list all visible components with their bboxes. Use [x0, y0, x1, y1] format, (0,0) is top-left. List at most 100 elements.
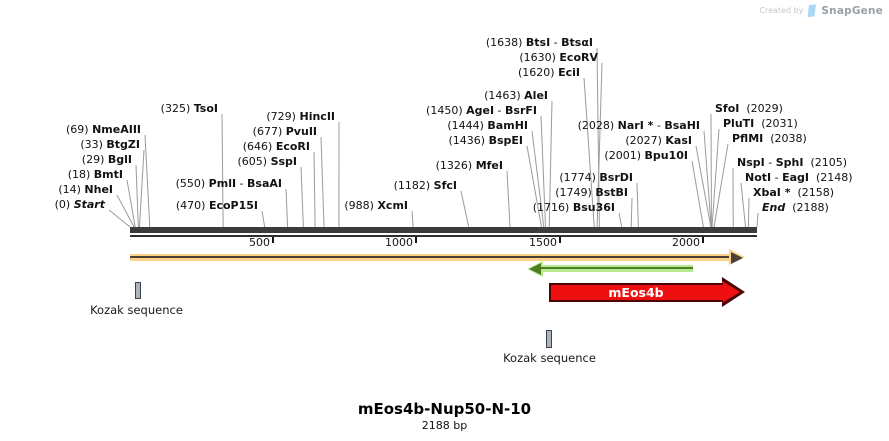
site-position: (1444)	[447, 119, 484, 132]
site-position: (550)	[175, 177, 206, 190]
enzyme-site-label: (988) XcmI	[344, 200, 408, 212]
enzyme-site-label: (677) PvuII	[253, 126, 317, 138]
enzyme-site-label: (14) NheI	[58, 184, 113, 196]
kozak-sequence-label: Kozak sequence	[503, 351, 596, 365]
enzyme-site-label: (550) PmlI - BsaAI	[176, 178, 282, 190]
sequence-ruler-line	[130, 235, 757, 237]
enzyme-site-label: (1620) EciI	[518, 67, 580, 79]
site-name: BstBI	[595, 186, 628, 199]
enzyme-site-label: (1749) BstBI	[555, 187, 628, 199]
site-name-separator: -	[494, 104, 506, 117]
site-connector-line	[526, 145, 542, 228]
site-connector-line	[703, 130, 712, 228]
site-connector-line	[144, 134, 151, 228]
site-name: Start	[73, 198, 105, 211]
site-position: (677)	[252, 125, 283, 138]
site-connector-line	[713, 143, 729, 228]
site-name: EcoP15I	[208, 199, 258, 212]
site-position: (29)	[81, 153, 105, 166]
site-connector-line	[740, 182, 747, 228]
site-name: BtsI	[525, 36, 551, 49]
enzyme-site-label: (1436) BspEI	[449, 135, 524, 147]
kozak-sequence-marker	[546, 330, 552, 348]
site-name: BspEI	[488, 134, 523, 147]
ruler-label: 1500	[529, 236, 557, 249]
site-position: (1774)	[559, 171, 596, 184]
kozak-sequence-label: Kozak sequence	[90, 303, 183, 317]
enzyme-site-label: (1444) BamHI	[447, 120, 528, 132]
site-position: (1638)	[485, 36, 523, 49]
site-connector-line	[285, 188, 289, 228]
site-name: Bpu10I	[644, 149, 689, 162]
site-position: (2031)	[761, 117, 798, 130]
site-position: (1450)	[426, 104, 463, 117]
site-name-separator: -	[764, 156, 776, 169]
site-name: TsoI	[193, 102, 218, 115]
site-name: NotI	[745, 171, 772, 184]
site-position: (2028)	[577, 119, 615, 132]
site-connector-line	[261, 210, 266, 228]
site-connector-line	[411, 210, 414, 228]
enzyme-site-label: (1450) AgeI - BsrFI	[426, 105, 537, 117]
site-connector-line	[313, 151, 316, 228]
ruler-label: 2000	[672, 236, 700, 249]
site-name: SfcI	[433, 179, 457, 192]
enzyme-site-label: (1463) AleI	[484, 90, 548, 102]
site-name: BamHI	[487, 119, 528, 132]
site-position: (0)	[54, 198, 71, 211]
enzyme-site-label: PluTI (2031)	[723, 118, 798, 130]
site-position: (2027)	[625, 134, 662, 147]
site-position: (605)	[237, 155, 268, 168]
site-name: NmeAIII	[92, 123, 141, 136]
enzyme-site-label: (2028) NarI * - BsaHI	[578, 120, 700, 132]
site-name: XbaI *	[753, 186, 791, 199]
site-name-separator: -	[550, 36, 562, 49]
watermark-created-by: Created by	[759, 6, 804, 15]
enzyme-site-label: PflMI (2038)	[732, 133, 807, 145]
site-connector-line	[460, 190, 470, 228]
site-name: NheI	[84, 183, 113, 196]
site-position: (470)	[175, 199, 206, 212]
site-connector-line	[126, 179, 136, 228]
site-connector-line	[506, 170, 511, 228]
site-name: EciI	[558, 66, 580, 79]
site-name: PmlI	[208, 177, 237, 190]
enzyme-site-label: (729) HincII	[266, 111, 335, 123]
ruler-tick-1000	[415, 237, 417, 243]
enzyme-site-label: XbaI * (2158)	[753, 187, 834, 199]
enzyme-site-label: (325) TsoI	[161, 103, 218, 115]
enzyme-site-label: NspI - SphI (2105)	[737, 157, 847, 169]
site-position: (1463)	[484, 89, 521, 102]
enzyme-site-label: (18) BmtI	[68, 169, 123, 181]
ruler-tick-1500	[559, 237, 561, 243]
site-position: (1436)	[448, 134, 486, 147]
feature-arrow-orange-head	[731, 251, 743, 264]
site-position: (33)	[80, 138, 103, 151]
site-name: BmtI	[93, 168, 123, 181]
site-name: EcoRV	[559, 51, 598, 64]
site-connector-line	[135, 164, 139, 228]
site-name: MfeI	[475, 159, 503, 172]
site-connector-line	[630, 197, 633, 228]
site-name: BsaAI	[247, 177, 282, 190]
site-name: HincII	[299, 110, 335, 123]
site-connector-line	[711, 128, 720, 228]
enzyme-site-label: (2027) KasI	[625, 135, 692, 147]
site-name: SfoI	[715, 102, 740, 115]
site-name: End	[762, 201, 786, 214]
feature-arrow-red-head	[722, 281, 740, 303]
site-position: (14)	[58, 183, 81, 196]
site-name: BsaHI	[664, 119, 700, 132]
site-name: NarI *	[617, 119, 654, 132]
watermark: Created by SnapGene	[759, 4, 883, 17]
site-position: (2158)	[797, 186, 835, 199]
map-title: mEos4b-Nup50-N-10	[357, 400, 532, 418]
feature-arrow-meos4b	[549, 283, 723, 302]
enzyme-site-label: (1326) MfeI	[436, 160, 503, 172]
enzyme-site-label: (29) BglI	[82, 154, 132, 166]
site-name: SspI	[270, 155, 297, 168]
site-position: (2029)	[746, 102, 783, 115]
site-name: AgeI	[466, 104, 495, 117]
